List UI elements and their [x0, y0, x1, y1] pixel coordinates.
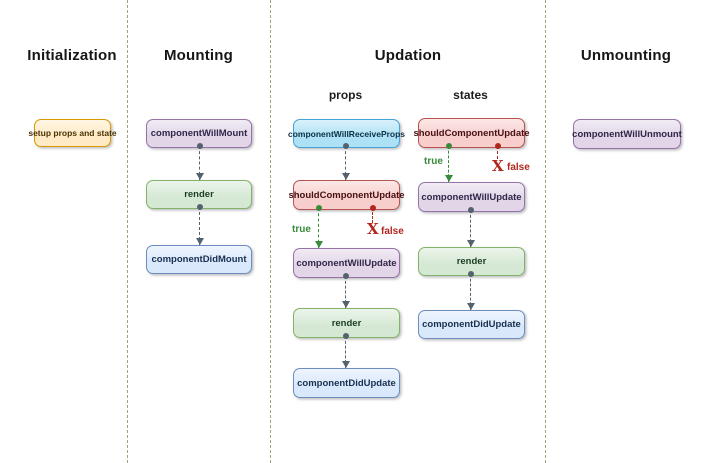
subcolumn-title-states: states — [453, 88, 488, 102]
column-title-updation: Updation — [374, 47, 442, 64]
true-label: true — [292, 224, 311, 235]
node-states-component-did-update: componentDidUpdate — [418, 310, 525, 339]
connector-arrow — [195, 204, 204, 245]
node-states-should-component-update: shouldComponentUpdate — [413, 118, 530, 148]
connector-arrow — [466, 207, 475, 247]
false-branch-line — [494, 143, 501, 159]
connector-arrow — [341, 273, 350, 308]
node-setup-props-and-state: setup props and state — [28, 119, 117, 147]
column-separator — [270, 0, 271, 463]
true-label: true — [424, 156, 443, 167]
connector-arrow — [195, 143, 204, 180]
connector-arrow — [341, 333, 350, 368]
false-branch-line — [369, 205, 376, 223]
true-branch-arrow — [314, 205, 323, 248]
connector-arrow — [341, 143, 350, 180]
false-x-icon: X — [367, 220, 379, 238]
connector-arrow — [466, 271, 475, 310]
column-separator — [127, 0, 128, 463]
false-label: false — [381, 226, 404, 237]
column-separator — [545, 0, 546, 463]
node-mounting-component-will-mount: componentWillMount — [146, 119, 252, 148]
node-props-component-did-update: componentDidUpdate — [293, 368, 400, 398]
false-label: false — [507, 162, 530, 173]
column-title-mounting: Mounting — [163, 47, 234, 64]
node-props-render: render — [293, 308, 400, 338]
column-title-unmounting: Unmounting — [580, 47, 672, 64]
node-props-should-component-update: shouldComponentUpdate — [288, 180, 405, 210]
subcolumn-title-props: props — [328, 88, 363, 102]
node-mounting-component-did-mount: componentDidMount — [146, 245, 252, 274]
false-x-icon: X — [492, 157, 504, 175]
node-component-will-unmount: componentWillUnmount — [572, 119, 682, 149]
column-title-initialization: Initialization — [27, 47, 117, 64]
true-branch-arrow — [444, 143, 453, 182]
